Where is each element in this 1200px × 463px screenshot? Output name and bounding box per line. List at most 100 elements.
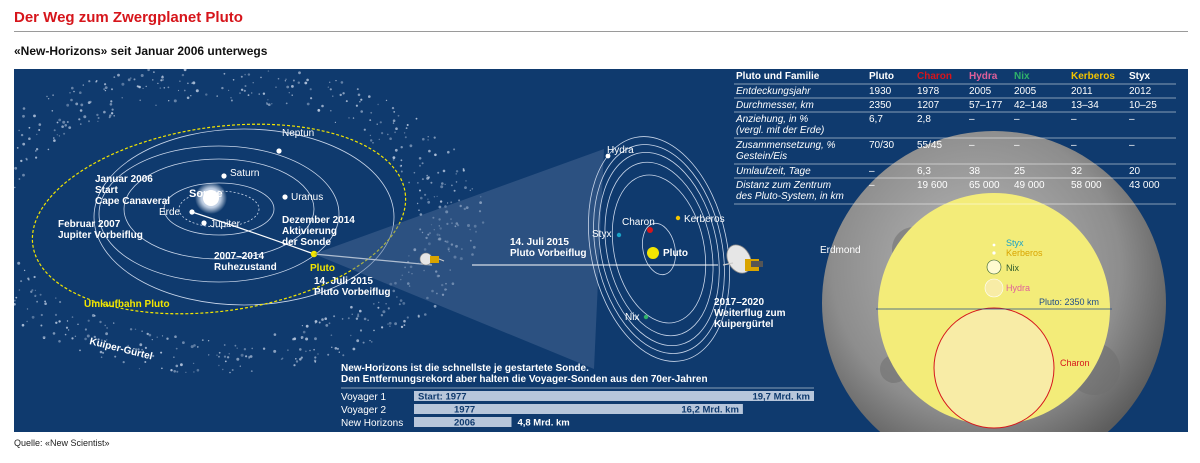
kuiper-dot [87, 319, 90, 322]
kuiper-dot [84, 337, 87, 341]
planet-orbits [93, 128, 395, 306]
kuiper-dot [369, 134, 372, 137]
kuiper-dot [70, 98, 73, 102]
nix-dot [643, 314, 649, 320]
event-activation-line: Aktivierung [282, 226, 337, 237]
table-cell: 42–148 [1014, 100, 1048, 111]
kuiper-dot [271, 103, 273, 105]
kuiper-dot [130, 77, 132, 79]
kuiper-dot [409, 144, 413, 148]
event-rest: 2007–2014 Ruhezustand [214, 251, 277, 273]
kuiper-dot [182, 341, 185, 344]
orbit-saturn [123, 158, 315, 260]
kuiper-dot [407, 282, 410, 285]
kuiper-dot [142, 87, 144, 90]
kuiper-dot [433, 229, 435, 231]
kuiper-dot [117, 73, 120, 77]
orbit-styx [604, 161, 714, 337]
kuiper-dot [260, 76, 262, 79]
table-cell: 38 [969, 166, 981, 177]
kuiper-dot [446, 240, 449, 244]
kuiper-dot [363, 317, 367, 321]
kuiper-dot [469, 228, 471, 231]
kuiper-dot [340, 81, 344, 84]
table-row-label: Gestein/Eis [736, 151, 787, 162]
kuiper-dot [394, 281, 397, 285]
kuiper-dot [396, 296, 398, 298]
kuiper-dot [419, 164, 421, 167]
jupiter-label: Jupiter [210, 219, 241, 230]
kuiper-dot [207, 340, 210, 342]
kuiper-dot [36, 133, 38, 136]
event-activation: Dezember 2014 Aktivierung der Sonde [282, 215, 358, 248]
kuiper-dot [459, 204, 462, 208]
kuiper-dot [314, 337, 317, 341]
kuiper-dot [160, 351, 163, 354]
kuiper-dot [284, 80, 287, 82]
kuiper-dot [95, 80, 98, 82]
probe-icon [419, 252, 445, 266]
kuiper-dot [175, 364, 179, 368]
kuiper-dot [109, 103, 113, 106]
kuiper-dot [327, 86, 329, 88]
kuiper-dot [439, 227, 442, 230]
pluto-system-dot [647, 247, 659, 259]
orbit-uranus [98, 145, 340, 283]
sun-label: Sonne [189, 188, 223, 200]
kuiper-dot [324, 317, 328, 320]
kuiper-dot [22, 173, 25, 177]
orbit-kerberos [593, 144, 725, 354]
kuiper-dot [431, 289, 434, 293]
kuiper-dot [355, 317, 359, 320]
event-flyby-solar: 14. Juli 2015 Pluto Vorbeiflug [314, 276, 390, 298]
kuiper-dot [317, 353, 319, 355]
kuiper-dot [341, 318, 344, 320]
kuiper-dot [240, 88, 244, 91]
kuiper-dot [193, 344, 196, 347]
kuiper-dot [144, 346, 147, 349]
kuiper-dot [437, 171, 440, 174]
kuiper-dot [56, 134, 58, 136]
kuiper-dot [335, 80, 337, 82]
kuiper-dot [77, 323, 79, 325]
kuiper-dot [87, 101, 91, 104]
kuiper-dot [286, 85, 290, 89]
kuiper-dot [139, 343, 143, 347]
table-row-label: Umlaufzeit, Tage [736, 166, 811, 177]
infographic-svg: Sonne Erde Jupiter Saturn Uranus Neptun … [14, 69, 1176, 432]
kuiper-dot [421, 162, 424, 165]
kuiper-dot [64, 124, 67, 127]
onward-line: Kuipergürtel [714, 319, 774, 330]
kuiper-dot [74, 335, 77, 337]
styx-label: Styx [592, 229, 611, 240]
kuiper-dot [66, 320, 69, 322]
table-header: Nix [1014, 71, 1030, 82]
orbit-pluto [31, 123, 407, 315]
kuiper-dot [145, 85, 147, 88]
kuiper-dot [371, 341, 373, 343]
kuiper-dot [44, 300, 46, 303]
kuiper-dot [58, 135, 61, 137]
kuiper-dot [368, 95, 371, 98]
table-cell: 2011 [1071, 86, 1093, 97]
onward-line: Weiterflug zum [714, 308, 786, 319]
kuiper-dot [236, 347, 238, 349]
kuiper-dot [345, 100, 348, 103]
kuiper-dot [428, 242, 431, 246]
kuiper-dot [234, 344, 237, 347]
kuiper-dot [397, 114, 400, 117]
earth-moon-label: Erdmond [820, 245, 861, 256]
pluto-measure-label: Pluto: 2350 km [1039, 297, 1099, 307]
kuiper-dot [446, 222, 449, 225]
kuiper-dot [58, 340, 61, 343]
neptun-dot [276, 148, 282, 154]
kuiper-dot [173, 370, 176, 373]
table-cell: 10–25 [1129, 100, 1157, 111]
voyager-intro-line: New-Horizons ist die schnellste je gesta… [341, 363, 589, 374]
kuiper-dot [218, 355, 220, 358]
kuiper-dot [31, 289, 34, 292]
kuiper-dot [82, 84, 85, 86]
kerberos-dot [675, 215, 681, 221]
kuiper-dot [20, 280, 23, 283]
voyager-start: 2006 [454, 418, 475, 429]
